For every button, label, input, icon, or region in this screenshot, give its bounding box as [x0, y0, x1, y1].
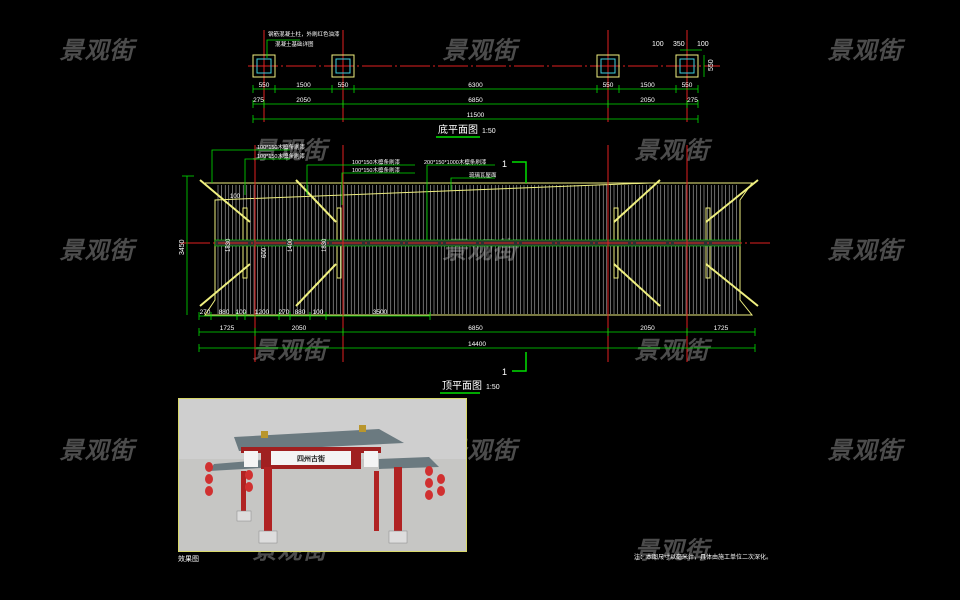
dim-text: 1725	[220, 325, 235, 332]
dim-text: 600	[262, 247, 268, 258]
column	[256, 58, 272, 74]
column-footing	[331, 54, 355, 78]
dim-text: 6850	[468, 325, 483, 332]
dim-text: 270	[279, 309, 290, 316]
dim-text: 1500	[296, 82, 311, 89]
dim-text: 880	[219, 309, 230, 316]
roof-outline	[199, 179, 759, 316]
roof-plan-title: 顶平面图	[442, 380, 482, 392]
dim-text: 100	[652, 41, 664, 48]
drawing-note: 注：本图尺寸以毫米计，具体由施工单位二次深化。	[634, 554, 773, 561]
dim-text: 14400	[468, 341, 486, 348]
roof-dimensions: 270 880 100 1200 270 880 100 3500 1725 2050 6850 20…	[198, 309, 756, 352]
dim-text: 6850	[468, 97, 483, 104]
dim-text: 550	[603, 82, 614, 89]
column-footing	[252, 54, 276, 78]
roof-note: 100*150木檩条刷漆	[257, 143, 305, 151]
dim-text: 2050	[292, 325, 307, 332]
gate-sign-text: 四州古街	[297, 454, 325, 463]
dim-text: 1830	[226, 238, 232, 252]
base-plan-scale: 1:50	[482, 128, 496, 135]
dim-text: 275	[687, 97, 698, 104]
roof-note: 200*150*1000木檩条刷漆	[424, 158, 487, 166]
dim-text: 880	[295, 309, 306, 316]
roof-note: 琉璃瓦屋面	[469, 171, 497, 179]
column	[335, 58, 351, 74]
roof-note: 100*150木檩条刷漆	[352, 158, 400, 166]
rendering-image: 四州古街	[178, 398, 467, 552]
section-mark-top: 1	[502, 159, 507, 169]
dim-text: 2050	[640, 97, 655, 104]
base-note-1: 钢筋混凝土柱，外刷红色油漆	[268, 30, 340, 38]
dim-text: 550	[259, 82, 270, 89]
dim-text: 1400	[288, 238, 294, 252]
gate-rendering: 四州古街	[179, 399, 466, 551]
roof-tile-hatching	[217, 185, 737, 314]
dim-text: 2050	[296, 97, 311, 104]
dim-text: 550	[682, 82, 693, 89]
dim-text: 550	[708, 59, 715, 71]
dim-text: 100	[230, 194, 241, 200]
column-footing	[596, 54, 620, 78]
dim-text: 100	[697, 41, 709, 48]
dim-text: 270	[200, 309, 211, 316]
dim-text: 11500	[467, 112, 485, 119]
dim-text: 275	[253, 97, 264, 104]
roof-plan-scale: 1:50	[486, 384, 500, 391]
dim-text: 100	[236, 309, 247, 316]
dim-text: 2050	[640, 325, 655, 332]
dim-text: 1725	[714, 325, 729, 332]
dim-text: 350	[673, 41, 685, 48]
base-dimensions: 550 1500 550 6300 550 1500 550 275 2050 6850 2050 2…	[252, 82, 699, 123]
dim-text: 1830	[322, 238, 328, 252]
column	[600, 58, 616, 74]
dim-text: 1200	[255, 309, 270, 316]
column	[679, 58, 695, 74]
base-plan: 钢筋混凝土柱，外刷红色油漆 混凝土基础详图 550 1500 550 6300 550 1…	[248, 30, 720, 138]
section-mark-bottom: 1	[502, 367, 507, 377]
roof-note: 100*150木檩条刷漆	[257, 152, 305, 160]
dim-text: 1500	[640, 82, 655, 89]
roof-note: 100*150木檩条刷漆	[352, 166, 400, 174]
base-plan-title: 底平面图	[438, 123, 478, 136]
column-footing	[675, 54, 699, 78]
rendering-caption: 效果图	[178, 555, 199, 563]
base-note-2: 混凝土基础详图	[275, 40, 314, 48]
roof-plan: 100*150木檩条刷漆 100*150木檩条刷漆 100*150木檩条刷漆 1…	[179, 143, 770, 394]
dim-text: 100	[313, 309, 324, 316]
leader-line	[266, 39, 300, 58]
dim-text: 6300	[468, 82, 483, 89]
dim-text: 3500	[373, 309, 388, 316]
dim-text: 550	[338, 82, 349, 89]
dim-text: 3450	[179, 239, 186, 255]
